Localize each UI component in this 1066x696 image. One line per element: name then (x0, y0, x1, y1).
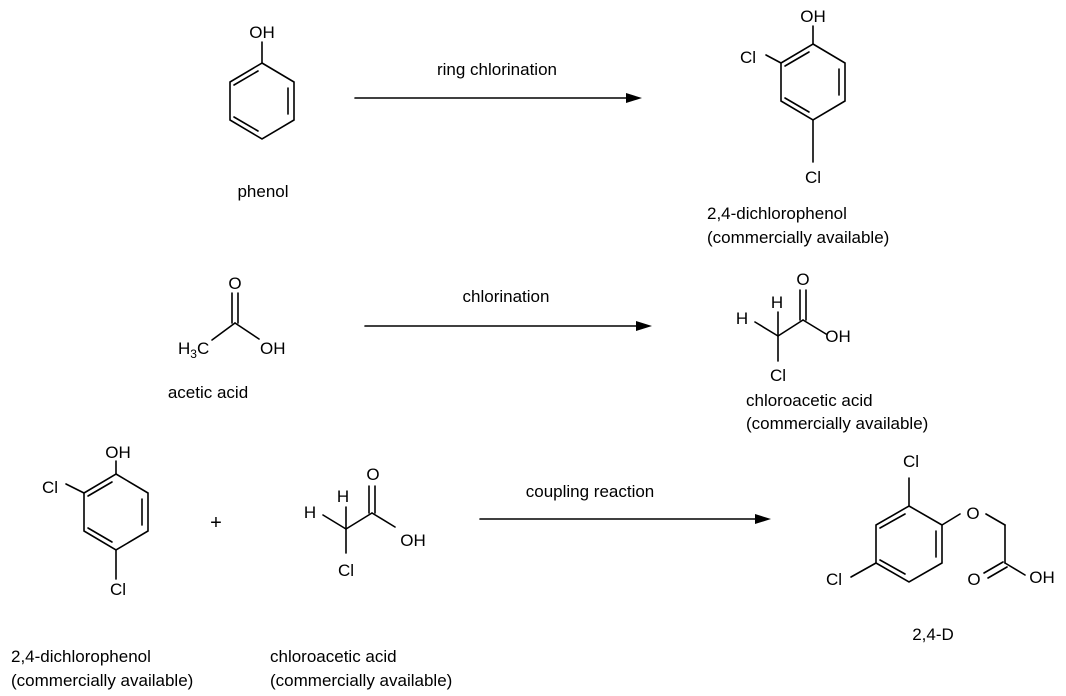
dichlorophenol-cl-2-label-2: Cl (42, 478, 58, 497)
dichlorophenol-name-1: 2,4-dichlorophenol (707, 204, 847, 223)
dichlorophenol-ring-2 (83, 473, 149, 551)
chloroacetic-acid-note-2: (commercially available) (270, 671, 452, 690)
reaction-arrowhead-2 (636, 321, 652, 331)
24d-cl-4-label: Cl (826, 570, 842, 589)
dichlorophenol-cl-4-label-1: Cl (805, 168, 821, 187)
chloroacetic-acid-cl-label-1: Cl (770, 366, 786, 385)
24d-ring (875, 505, 943, 583)
dichlorophenol-note-2: (commercially available) (11, 671, 193, 690)
acetic-acid-structure: H3C O OH (178, 274, 286, 361)
chloroacetic-acid-h-top-label-1: H (771, 293, 783, 312)
arrow-label-ring-chlorination: ring chlorination (437, 60, 557, 79)
dichlorophenol-note-1: (commercially available) (707, 228, 889, 247)
dichlorophenol-cl-4-label-2: Cl (110, 580, 126, 599)
chloroacetic-acid-structure-2: H H Cl O OH (304, 465, 426, 580)
chloroacetic-acid-h-top-label-2: H (337, 487, 349, 506)
chloroacetic-acid-o-label-2: O (366, 465, 379, 484)
chloroacetic-acid-h-left-label-2: H (304, 503, 316, 522)
arrow-label-chlorination: chlorination (463, 287, 550, 306)
acetic-acid-o-label: O (228, 274, 241, 293)
phenol-structure: OH (229, 23, 295, 140)
dichlorophenol-oh-label-1: OH (800, 7, 826, 26)
acetic-acid-oh-label: OH (260, 339, 286, 358)
reaction-arrowhead-1 (626, 93, 642, 103)
24d-structure: Cl O OH O Cl (826, 452, 1055, 589)
dichlorophenol-name-2: 2,4-dichlorophenol (11, 647, 151, 666)
chloroacetic-acid-note-1: (commercially available) (746, 414, 928, 433)
phenol-oh-label: OH (249, 23, 275, 42)
reaction-arrowhead-3 (755, 514, 771, 524)
24d-carbonyl-o-label: O (967, 570, 980, 589)
chloroacetic-acid-cl-label-2: Cl (338, 561, 354, 580)
chloroacetic-acid-oh-label-2: OH (400, 531, 426, 550)
24d-cl-2-label: Cl (903, 452, 919, 471)
24d-oh-label: OH (1029, 568, 1055, 587)
chloroacetic-acid-name-1: chloroacetic acid (746, 391, 873, 410)
phenol-name: phenol (237, 182, 288, 201)
phenol-ring (229, 62, 295, 140)
chloroacetic-acid-oh-label-1: OH (825, 327, 851, 346)
acetic-acid-ch3-label: H3C (178, 339, 209, 361)
dichlorophenol-structure-1: OH Cl Cl (740, 7, 846, 187)
dichlorophenol-cl-2-label-1: Cl (740, 48, 756, 67)
dichlorophenol-structure-2: OH Cl Cl (42, 443, 149, 599)
chloroacetic-acid-structure-1: H H Cl O OH (736, 270, 851, 385)
chloroacetic-acid-h-left-label-1: H (736, 309, 748, 328)
arrow-label-coupling-reaction: coupling reaction (526, 482, 655, 501)
dichlorophenol-ring-1 (780, 43, 846, 121)
acetic-acid-name: acetic acid (168, 383, 248, 402)
24d-name: 2,4-D (912, 625, 954, 644)
plus-sign: + (210, 512, 222, 534)
chloroacetic-acid-o-label-1: O (796, 270, 809, 289)
chloroacetic-acid-name-2: chloroacetic acid (270, 647, 397, 666)
24d-ether-o-label: O (966, 504, 979, 523)
dichlorophenol-oh-label-2: OH (105, 443, 131, 462)
